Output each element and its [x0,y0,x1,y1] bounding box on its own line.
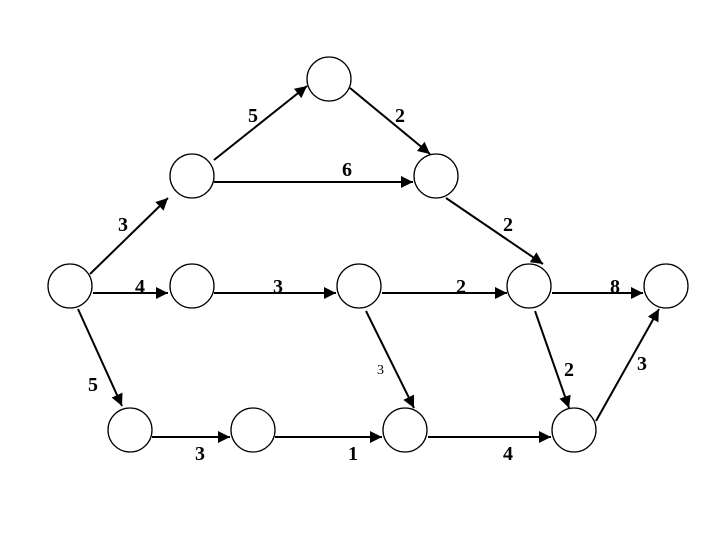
edge-n11-n10 [595,308,660,422]
edge-n2-n5 [213,85,308,161]
node-n5 [306,56,352,102]
node-n1 [47,263,93,309]
node-n7 [506,263,552,309]
edge-n7-n11 [534,310,571,409]
weight-label-n6-n7: 2 [503,214,513,236]
weight-label-n2-n6: 6 [342,159,352,181]
weight-label-n9-n11: 4 [503,443,513,465]
node-n11 [551,407,597,453]
weight-label-n3-n8: 3 [273,276,283,298]
weight-label-n7-n11: 2 [564,359,574,381]
node-n10 [643,263,689,309]
node-n9 [382,407,428,453]
node-n2 [169,153,215,199]
node-n8 [336,263,382,309]
node-n3 [169,263,215,309]
weight-label-n12-n9: 1 [348,443,358,465]
weight-label-n8-n7: 2 [456,276,466,298]
weight-label-n1-n4: 5 [88,374,98,396]
edge-n1-n4 [77,308,123,407]
weight-label-n1-n3: 4 [135,276,145,298]
weight-label-n11-n10: 3 [637,353,647,375]
edge-n8-n9 [365,310,415,409]
weight-label-n4-n12: 3 [195,443,205,465]
node-n4 [107,407,153,453]
node-n12 [230,407,276,453]
weight-label-n7-n10: 8 [610,276,620,298]
weight-label-n8-n9: 3 [377,363,384,378]
weight-label-n5-n6: 2 [395,105,405,127]
node-n6 [413,153,459,199]
edge-n5-n6 [349,87,431,155]
edge-n1-n2 [89,197,169,275]
weight-label-n2-n5: 5 [248,105,258,127]
weight-label-n1-n2: 3 [118,214,128,236]
edge-n6-n7 [445,197,544,265]
